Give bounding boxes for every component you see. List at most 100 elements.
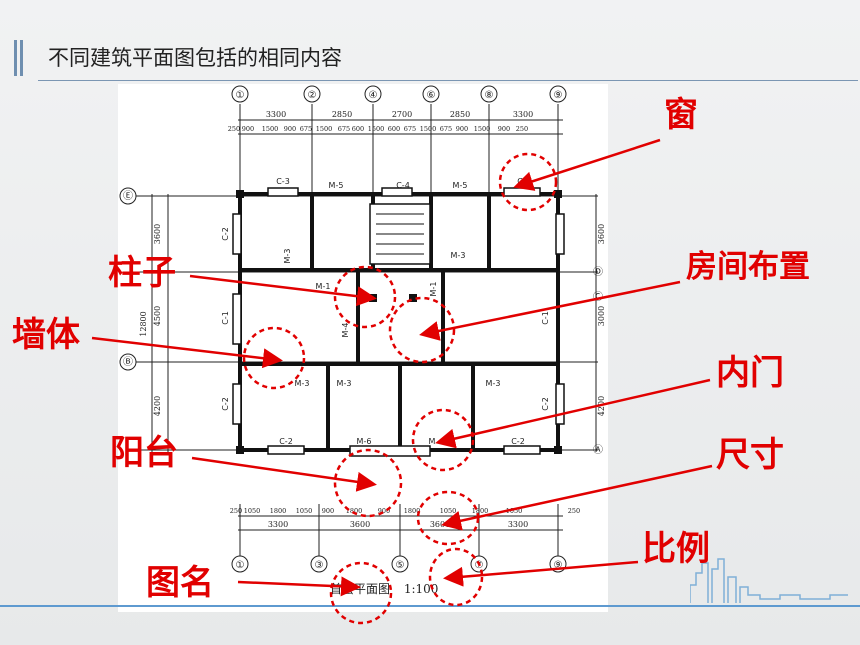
dim-top-detail-13: 675 (440, 125, 452, 133)
room-tag-11: C-1 (221, 311, 230, 325)
slide-title: 不同建筑平面图包括的相同内容 (48, 46, 342, 70)
room-tag-22: C-2 (511, 437, 525, 446)
dim-top-4: 2850 (450, 110, 470, 119)
dim-top-detail-11: 675 (404, 125, 416, 133)
grid-side-5: Ⓐ (593, 444, 603, 456)
plan-caption-name: 首层平面图 (330, 582, 391, 596)
room-tag-17: C-2 (221, 397, 230, 411)
dim-bottom-detail-1: 250 (230, 507, 242, 515)
grid-side-4: Ⓑ (123, 356, 133, 368)
dim-top-detail-15: 1500 (474, 125, 491, 133)
city-skyline-decoration (690, 558, 848, 603)
dim-bottom-4: 3300 (508, 520, 528, 529)
floor-plan-svg: ① ② ④ ⑥ ⑧ ⑨ Ⓔ Ⓓ Ⓒ Ⓑ Ⓐ ① ③ ⑤ ⑦ ⑨ 3300 285… (119, 85, 606, 573)
title-underline (38, 80, 858, 81)
grid-bottom-4: ⑦ (475, 560, 484, 571)
room-tag-10: M-1 (429, 282, 438, 297)
dim-bottom-detail-10: 1800 (472, 507, 489, 515)
dim-top-detail-17: 250 (516, 125, 528, 133)
dim-bottom-detail-2: 1050 (244, 507, 261, 515)
dim-top-detail-1: 250 (228, 125, 240, 133)
room-tag-8: M-3 (451, 251, 466, 260)
dim-top-detail-5: 675 (300, 125, 312, 133)
grid-side-3: Ⓒ (593, 291, 603, 303)
room-tag-12: C-1 (541, 311, 550, 325)
room-tag-19: C-2 (279, 437, 293, 446)
label-balcony: 阳台 (110, 433, 178, 473)
dim-bottom-3: 3600 (430, 520, 450, 529)
room-tag-9: M-1 (316, 282, 331, 291)
room-tag-4: M-5 (453, 181, 468, 190)
room-tag-16: M-3 (486, 379, 501, 388)
room-tag-21: M (429, 437, 436, 446)
grid-top-4: ⑥ (427, 90, 436, 101)
grid-bottom-5: ⑨ (554, 560, 563, 571)
grid-top-6: ⑨ (554, 90, 563, 101)
dim-bottom-detail-5: 900 (322, 507, 334, 515)
plan-caption-scale: 1:100 (403, 582, 439, 596)
dim-top-detail-7: 675 (338, 125, 350, 133)
label-scale: 比例 (642, 529, 710, 569)
dim-bottom-2: 3600 (350, 520, 370, 529)
label-drawing-name: 图名 (146, 563, 214, 603)
grid-bottom-1: ① (236, 560, 245, 571)
dim-bottom-detail-9: 1050 (440, 507, 457, 515)
dim-top-detail-4: 900 (284, 125, 296, 133)
room-tag-2: M-5 (329, 181, 344, 190)
dim-top-detail-2: 900 (242, 125, 254, 133)
room-tag-20: M-6 (357, 437, 372, 446)
grid-top-1: ① (236, 90, 245, 101)
dim-top-detail-16: 900 (498, 125, 510, 133)
dim-bottom-detail-11: 1050 (506, 507, 523, 515)
dim-bottom-detail-6: 1800 (346, 507, 363, 515)
grid-top-3: ④ (369, 90, 378, 101)
label-window: 窗 (664, 95, 698, 135)
room-tag-3: C-4 (396, 181, 410, 190)
dim-bottom-detail-12: 250 (568, 507, 580, 515)
grid-side-2: Ⓓ (593, 266, 603, 278)
floor-plan-drawing: ① ② ④ ⑥ ⑧ ⑨ Ⓔ Ⓓ Ⓒ Ⓑ Ⓐ ① ③ ⑤ ⑦ ⑨ 3300 285… (118, 84, 608, 612)
dim-right-2: 3000 (597, 306, 606, 326)
room-tag-6: C-2 (221, 227, 230, 241)
room-tag-7: M-3 (283, 249, 292, 264)
dim-right-1: 3600 (597, 224, 606, 244)
label-dimension: 尺寸 (716, 435, 784, 475)
dim-top-detail-8: 600 (352, 125, 364, 133)
label-room-layout: 房间布置 (686, 249, 810, 285)
room-tag-5: C-2 (517, 177, 531, 186)
room-tag-14: M-3 (295, 379, 310, 388)
dim-top-1: 3300 (266, 110, 286, 119)
room-tag-18: C-2 (541, 397, 550, 411)
title-accent-bars (14, 40, 24, 76)
dim-right-3: 4200 (597, 396, 606, 416)
grid-side-1: Ⓔ (123, 190, 133, 202)
dim-left-2: 4500 (153, 306, 162, 326)
dim-top-detail-9: 1500 (368, 125, 385, 133)
dim-top-detail-12: 1500 (420, 125, 437, 133)
dim-top-2: 2850 (332, 110, 352, 119)
dim-top-detail-6: 1500 (316, 125, 333, 133)
room-tag-15: M-3 (337, 379, 352, 388)
dim-bottom-detail-7: 900 (378, 507, 390, 515)
grid-bottom-3: ⑤ (396, 560, 405, 571)
dim-left-3: 4200 (153, 396, 162, 416)
dim-bottom-detail-4: 1050 (296, 507, 313, 515)
dim-top-3: 2700 (392, 110, 412, 119)
dim-left-1: 3600 (153, 224, 162, 244)
label-column: 柱子 (108, 253, 176, 293)
dim-bottom-detail-8: 1800 (404, 507, 421, 515)
dim-left-4: 12800 (139, 311, 148, 336)
dim-top-5: 3300 (513, 110, 533, 119)
room-tag-1: C-3 (276, 177, 290, 186)
label-inner-door: 内门 (716, 353, 784, 393)
grid-top-5: ⑧ (485, 90, 494, 101)
dim-top-detail-14: 900 (456, 125, 468, 133)
label-wall: 墙体 (12, 315, 80, 355)
dim-bottom-detail-3: 1800 (270, 507, 287, 515)
grid-bottom-2: ③ (315, 560, 324, 571)
bottom-rule (0, 605, 860, 607)
dim-bottom-1: 3300 (268, 520, 288, 529)
plan-caption: 首层平面图 1:100 (330, 580, 448, 597)
grid-top-2: ② (308, 90, 317, 101)
dim-top-detail-10: 600 (388, 125, 400, 133)
